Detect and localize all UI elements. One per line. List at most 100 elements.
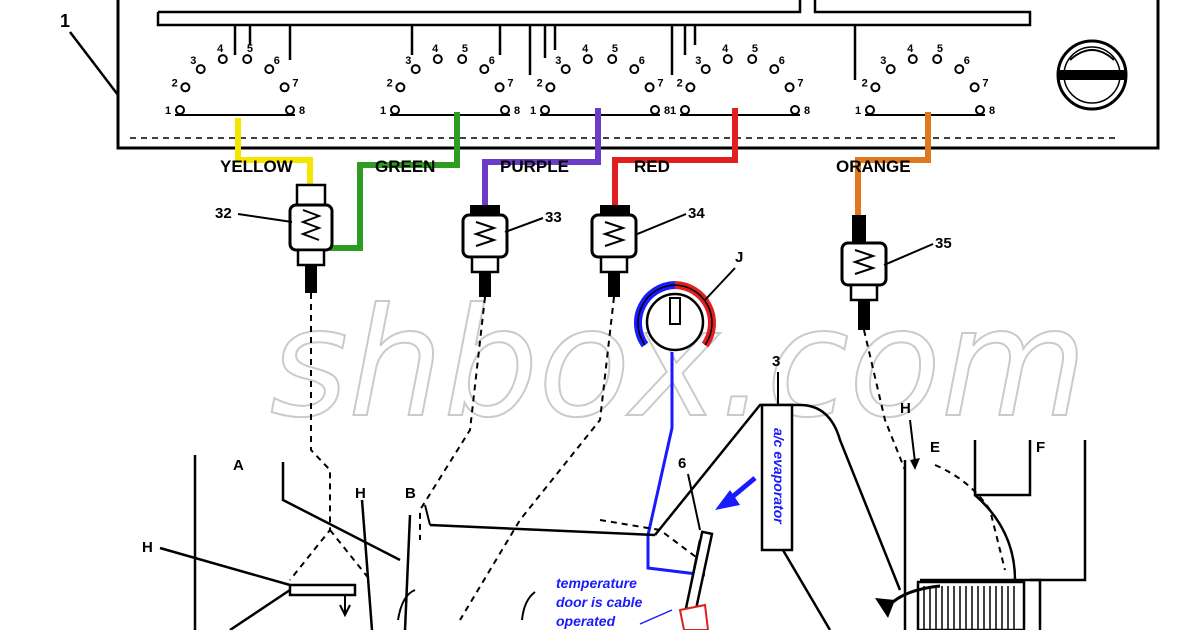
dial-port <box>932 54 943 65</box>
dial-port <box>279 82 290 93</box>
dial-number: 5 <box>462 43 468 55</box>
dial-port <box>494 82 505 93</box>
dial-number: 7 <box>657 77 663 89</box>
bus-droppers <box>233 25 857 80</box>
dial-number: 1 <box>855 105 861 117</box>
dial-port <box>790 105 800 115</box>
dial-number: 8 <box>664 105 670 117</box>
airflow-arrow <box>521 591 536 621</box>
dial-port <box>180 82 191 93</box>
hvac-housing <box>193 403 1087 630</box>
dial-number: 2 <box>862 77 868 89</box>
dial-number: 3 <box>405 55 411 67</box>
dial-number: 8 <box>989 105 995 117</box>
dial-number: 2 <box>172 77 178 89</box>
dial-number: 5 <box>937 43 943 55</box>
dial-port <box>865 105 875 115</box>
mode-knob[interactable] <box>1056 39 1128 111</box>
dial-number: 8 <box>299 105 305 117</box>
valve-callout: 33 <box>545 209 562 226</box>
temperature-control-knob[interactable] <box>633 281 717 352</box>
dial-number: 5 <box>752 43 758 55</box>
wire-label-green: GREEN <box>375 157 435 176</box>
dial-port <box>242 54 253 65</box>
dial-number: 1 <box>670 105 676 117</box>
dial-port <box>457 54 468 65</box>
dial-port <box>954 64 965 75</box>
dial-port <box>680 105 690 115</box>
dial-port <box>644 82 655 93</box>
wire-label-orange: ORANGE <box>836 157 911 176</box>
temp-control-callout: J <box>735 249 743 266</box>
door-f-label: F <box>1036 439 1045 456</box>
dial-number: 7 <box>507 77 513 89</box>
wire-label-yellow: YELLOW <box>220 157 294 176</box>
dial-number: 2 <box>537 77 543 89</box>
control-panel <box>116 0 1160 150</box>
dial-port <box>885 64 896 75</box>
note-line-3: operated <box>556 613 616 629</box>
dial-number: 8 <box>514 105 520 117</box>
dial-port <box>582 54 593 65</box>
dial-number: 4 <box>217 43 224 55</box>
note-line-2: door is cable <box>556 594 643 610</box>
dial-number: 3 <box>880 55 886 67</box>
dial-port <box>540 105 550 115</box>
vacuum-valve <box>288 183 334 293</box>
dial-port <box>175 105 185 115</box>
dial-port <box>479 64 490 75</box>
dial-port <box>410 64 421 75</box>
dial-number: 3 <box>190 55 196 67</box>
dial-port <box>500 105 510 115</box>
housing-callout: 3 <box>772 353 780 370</box>
dial-number: 6 <box>779 55 785 67</box>
airflow-arrow <box>339 595 351 618</box>
dial-port <box>432 54 443 65</box>
vacuum-valve <box>590 205 638 297</box>
temperature-door-callout: 6 <box>678 455 686 472</box>
dial-port <box>395 82 406 93</box>
dial-port <box>870 82 881 93</box>
dial-port <box>700 64 711 75</box>
dial-port <box>195 64 206 75</box>
dial-number: 4 <box>582 43 589 55</box>
dial-port <box>969 82 980 93</box>
vacuum-valve <box>840 215 888 330</box>
door-h-label: H <box>355 485 366 502</box>
door-a-label: A <box>233 457 244 474</box>
evaporator-label: a/c evaporator <box>771 428 787 525</box>
vacuum-valve <box>461 205 509 297</box>
dial-number: 4 <box>722 43 729 55</box>
dial-number: 4 <box>432 43 439 55</box>
dial-number: 4 <box>907 43 914 55</box>
dial-port <box>747 54 758 65</box>
dial-port <box>285 105 295 115</box>
dial-number: 6 <box>274 55 280 67</box>
dial-number: 1 <box>530 105 536 117</box>
dial-number: 5 <box>612 43 618 55</box>
door-h-label: H <box>142 539 153 556</box>
dial-port <box>560 64 571 75</box>
dial-port <box>264 64 275 75</box>
dial-number: 6 <box>964 55 970 67</box>
mode-door-h <box>159 546 357 630</box>
wire-leads <box>235 108 931 251</box>
heater-core <box>916 580 1026 630</box>
dial-port <box>722 54 733 65</box>
dial-port <box>390 105 400 115</box>
note-line-1: temperature <box>556 575 637 591</box>
door-b-label: B <box>405 485 416 502</box>
dial-port <box>769 64 780 75</box>
panel-callout: 1 <box>60 11 70 31</box>
valve-callout: 35 <box>935 235 952 252</box>
dial-port <box>217 54 228 65</box>
panel-leader <box>69 31 119 96</box>
airflow-arrow <box>397 589 416 621</box>
door-h-label: H <box>900 400 911 417</box>
dial-number: 2 <box>677 77 683 89</box>
dial-number: 8 <box>804 105 810 117</box>
